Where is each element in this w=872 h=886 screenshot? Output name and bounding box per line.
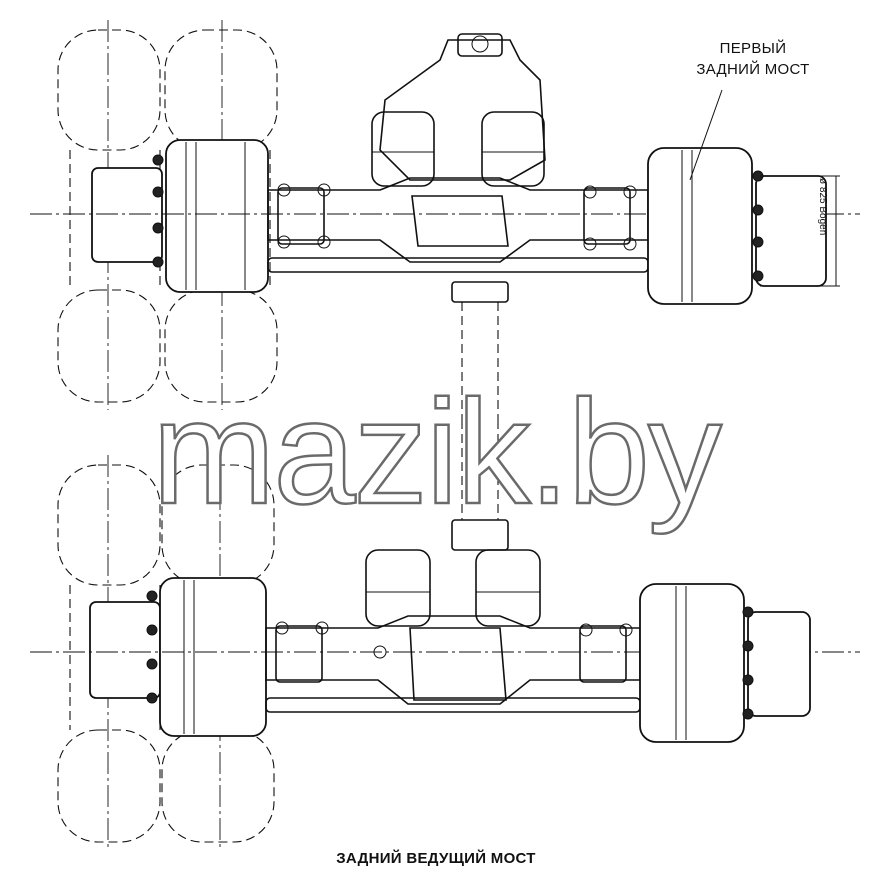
first-rear-axle-callout: ПЕРВЫЙ ЗАДНИЙ МОСТ	[668, 38, 838, 80]
top-axle-housing	[30, 177, 860, 273]
callout-line-2: ЗАДНИЙ МОСТ	[696, 61, 810, 78]
drawing-caption: ЗАДНИЙ ВЕДУЩИЙ МОСТ	[336, 850, 536, 867]
top-right-wheel-hub	[647, 147, 840, 305]
callout-leader-line	[689, 89, 723, 181]
top-left-wheel-hub	[91, 139, 269, 293]
top-differential	[371, 33, 546, 520]
callout-line-1: ПЕРВЫЙ	[719, 40, 787, 57]
watermark: mazik.by	[151, 370, 723, 535]
hub-diameter-dimension: ø 825 Bogen	[817, 178, 828, 236]
bottom-left-wheel-hub	[89, 577, 267, 737]
first-rear-axle	[30, 20, 860, 520]
bottom-right-wheel-hub	[639, 583, 811, 743]
second-rear-axle	[30, 455, 860, 850]
bottom-differential	[365, 519, 541, 701]
